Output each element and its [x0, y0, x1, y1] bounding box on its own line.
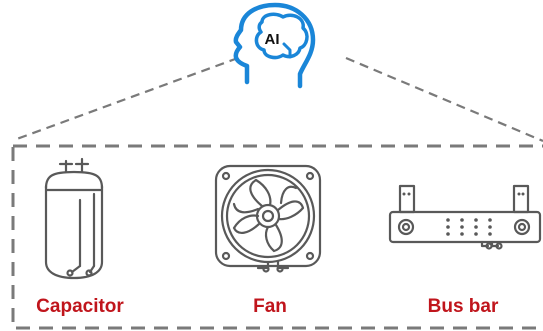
ai-badge-text: AI — [265, 31, 280, 48]
capacitor-label: Capacitor — [36, 296, 124, 317]
connector-lines — [13, 56, 543, 143]
connector-line-left — [13, 56, 239, 142]
connector-line-right — [345, 56, 543, 143]
ai-head-icon — [233, 2, 316, 89]
capacitor-icon — [44, 157, 104, 280]
bus-bar-icon — [388, 184, 542, 250]
bus-bar-label: Bus bar — [427, 296, 499, 317]
fan-icon — [214, 164, 322, 273]
fan-label: Fan — [253, 296, 287, 317]
